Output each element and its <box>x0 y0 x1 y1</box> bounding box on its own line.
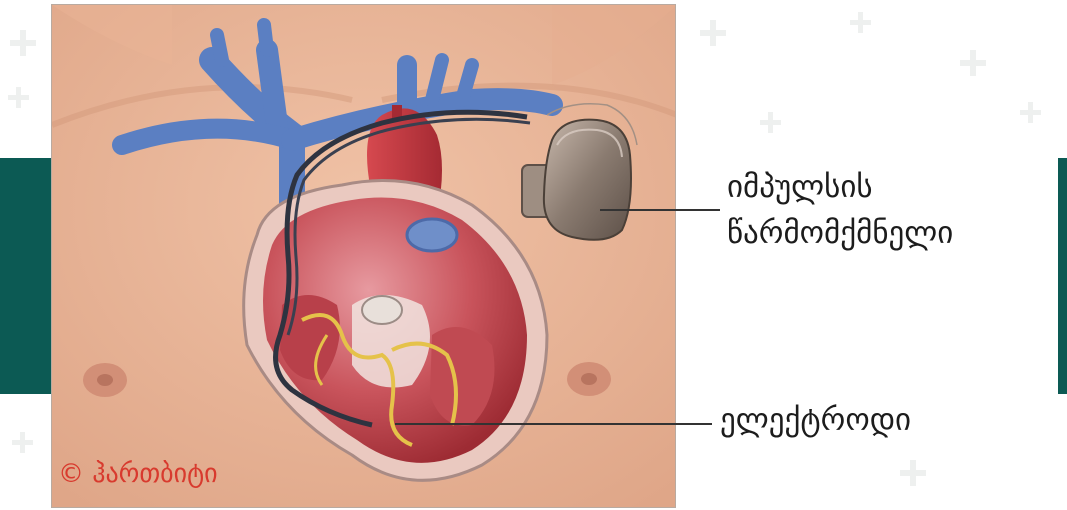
pulse-generator-label-line2: წარმომქმნელი <box>727 210 953 256</box>
teal-band-right <box>1058 158 1067 394</box>
pulse-generator-label-line1: იმპულსის <box>727 164 953 210</box>
right-nipple <box>567 362 611 396</box>
pacemaker-illustration: © ჰართბიტი <box>51 4 676 508</box>
copyright-text: © ჰართბიტი <box>58 459 218 489</box>
chest-heart-drawing <box>52 5 676 508</box>
electrode-label: ელექტროდი <box>720 397 911 443</box>
left-nipple <box>83 363 127 397</box>
pulse-generator-label: იმპულსის წარმომქმნელი <box>727 164 953 256</box>
teal-band-left <box>0 158 52 394</box>
